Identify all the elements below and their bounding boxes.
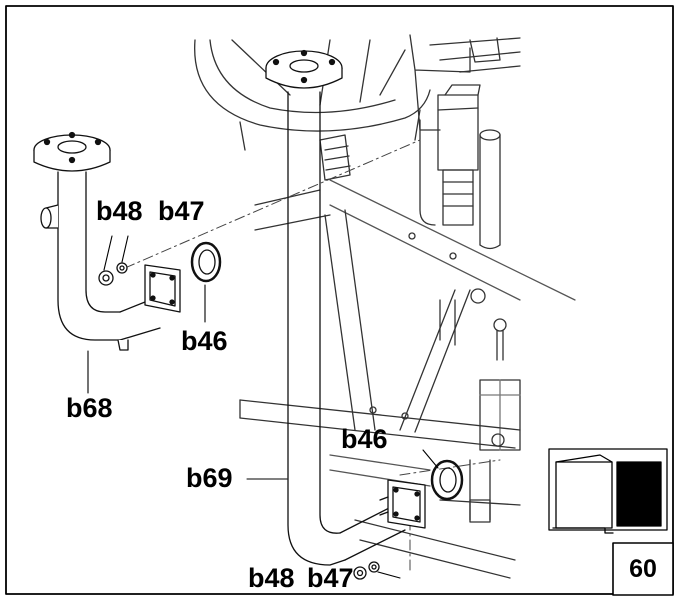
label-b47-bottom: b47 (307, 563, 354, 593)
machine-frame (194, 34, 576, 579)
locator-inset (548, 448, 668, 534)
label-b69: b69 (186, 463, 233, 493)
label-b48-top: b48 (96, 196, 143, 226)
page-border (5, 5, 674, 595)
label-b46-bottom: b46 (341, 424, 388, 454)
pipe-b68 (33, 131, 181, 351)
label-b47-top: b47 (158, 196, 205, 226)
nut-washer-bottom (353, 561, 380, 580)
label-b68: b68 (66, 393, 113, 423)
page-number: 60 (629, 554, 657, 583)
nut-washer-top (98, 262, 128, 286)
assembly-axis-lines (124, 139, 501, 571)
pipe-b69 (265, 49, 426, 566)
label-b48-bottom: b48 (248, 563, 295, 593)
gasket-b46-top (190, 241, 222, 283)
label-b46-top: b46 (181, 326, 228, 356)
gasket-b46-bottom (430, 459, 464, 501)
leader-lines (87, 235, 439, 579)
page-number-box (612, 542, 674, 596)
